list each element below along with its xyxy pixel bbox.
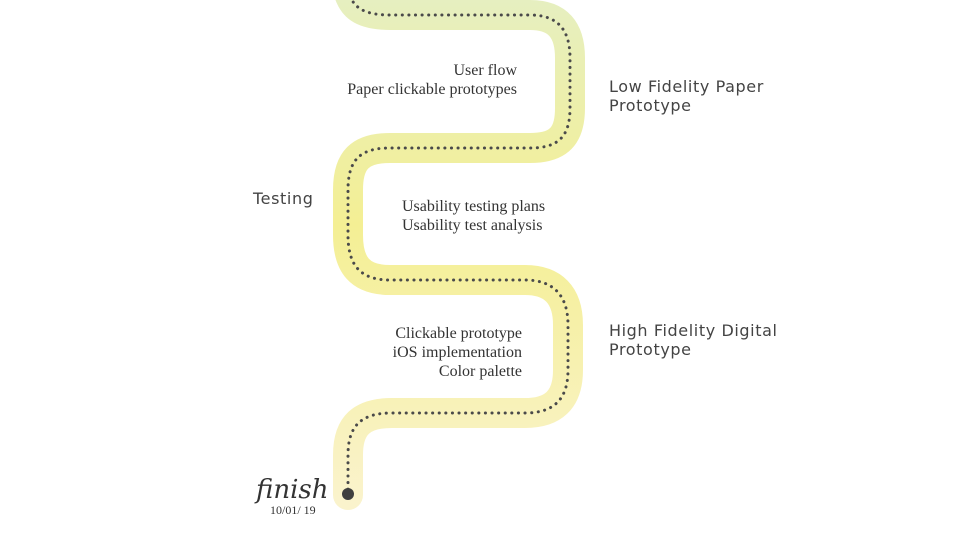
deliverable-item: Paper clickable prototypes — [347, 81, 517, 98]
deliverable-item: Clickable prototype — [395, 325, 522, 342]
stage-label-line: Prototype — [609, 96, 692, 115]
deliverable-item: iOS implementation — [392, 344, 522, 361]
finish-marker — [342, 488, 354, 500]
deliverables-high-fidelity: Clickable prototype iOS implementation C… — [393, 324, 522, 381]
stage-label-testing: Testing — [253, 189, 313, 208]
stage-label-high-fidelity: High Fidelity Digital Prototype — [609, 321, 778, 359]
deliverables-testing: Usability testing plans Usability test a… — [402, 197, 545, 235]
stage-label-line: Testing — [253, 189, 314, 208]
finish-label: finish — [256, 475, 329, 505]
deliverable-item: User flow — [453, 62, 517, 79]
stage-label-line: High Fidelity Digital — [609, 321, 778, 340]
deliverable-item: Usability testing plans — [402, 198, 546, 215]
deliverable-item: Color palette — [438, 363, 522, 380]
road-band — [333, 0, 585, 510]
deliverables-low-fidelity: User flow Paper clickable prototypes — [347, 61, 517, 99]
deliverable-item: Usability test analysis — [402, 217, 543, 234]
stage-label-line: Prototype — [609, 340, 692, 359]
finish-date: 10/01/ 19 — [270, 503, 316, 517]
stage-label-line: Low Fidelity Paper — [609, 77, 764, 96]
stage-label-low-fidelity: Low Fidelity Paper Prototype — [609, 77, 764, 115]
